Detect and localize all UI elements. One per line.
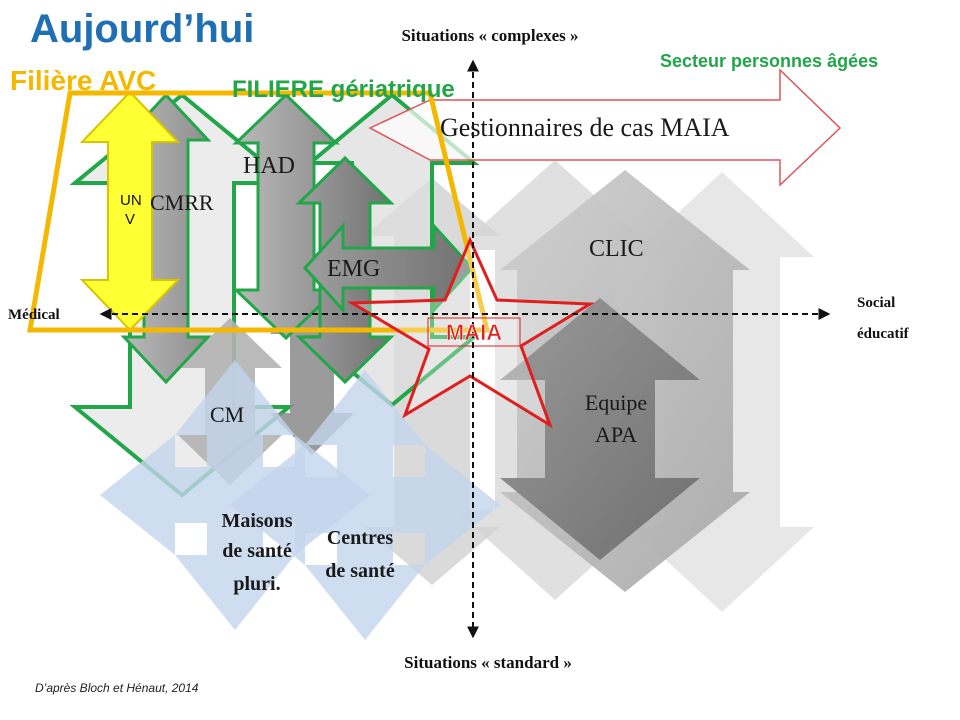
centres-sante-shape [230,370,500,640]
equipe-apa-label-line2: APA [595,422,637,447]
emg-label: EMG [327,256,380,282]
maia-label: MAIA [446,320,502,345]
maisons-sante-shape [100,360,370,630]
axis-right-label-line1: Social [857,295,895,311]
filiere-avc-label: Filière AVC [10,65,156,96]
maisons-sante-label-line1: Maisons [221,510,292,532]
labels: Aujourd’hui Situations « complexes » Fil… [8,7,910,695]
page-title: Aujourd’hui [30,7,254,51]
gestionnaires-label: Gestionnaires de cas MAIA [440,113,730,142]
cm-label: CM [210,402,244,427]
axis-bottom-label: Situations « standard » [404,653,572,672]
maisons-sante-label-line3: pluri. [233,573,280,595]
cmrr-label: CMRR [150,190,214,215]
axes [99,59,831,639]
centres-sante-label-line1: Centres [327,527,393,549]
axis-left-label: Médical [8,307,60,323]
maisons-sante-label-line2: de santé [222,540,292,562]
equipe-apa-arrow [500,298,700,560]
secteur-personnes-agees-label: Secteur personnes âgées [660,51,878,71]
had-label: HAD [243,153,295,179]
filiere-avc-trapezoid [27,90,491,333]
gestionnaires-arrow [368,68,842,187]
filiere-geriatrique-label: FILIERE gériatrique [232,76,455,103]
had-arrow [232,92,340,341]
clic-label: CLIC [589,236,644,262]
unv-label-line1: UN [120,192,142,209]
equipe-apa-label-line1: Equipe [585,390,647,415]
unv-label-line2: V [125,211,135,228]
diagram-shapes [27,68,842,640]
centres-sante-label-line2: de santé [325,560,395,582]
axis-top-label: Situations « complexes » [401,26,578,45]
source-citation: D’après Bloch et Hénaut, 2014 [35,681,199,695]
axis-right-label-line2: éducatif [857,326,910,342]
